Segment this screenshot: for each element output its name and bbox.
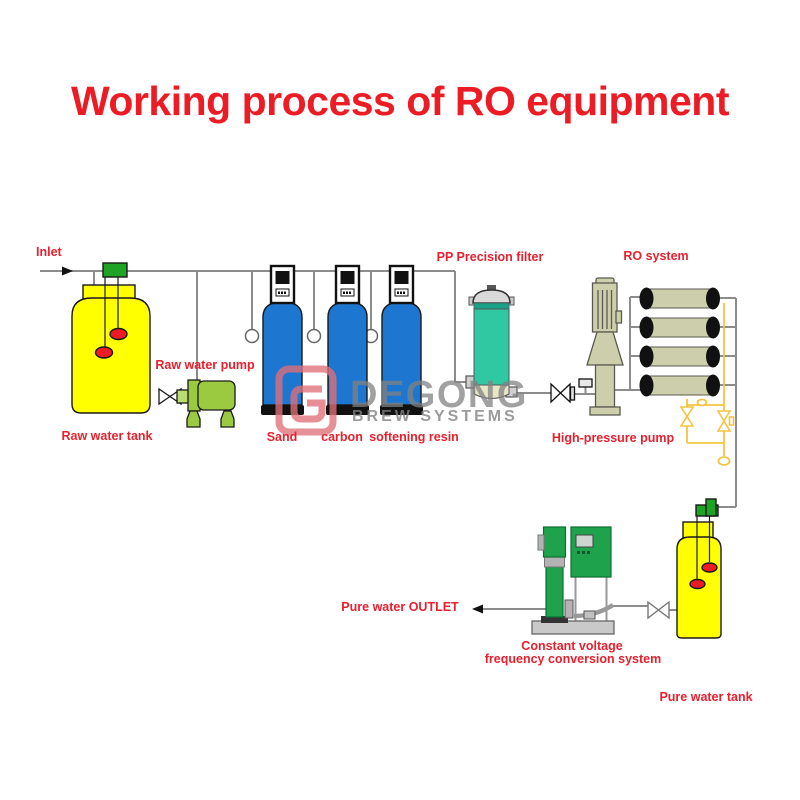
label-pure-water-outlet: Pure water OUTLET bbox=[341, 600, 459, 614]
sand-filter-tank bbox=[261, 264, 304, 415]
pure-water-tank bbox=[647, 498, 722, 639]
pp-precision-filter bbox=[465, 285, 518, 399]
label-sand: Sand bbox=[266, 430, 298, 444]
pump-cone bbox=[586, 331, 624, 366]
level-float-icon bbox=[689, 578, 706, 590]
gauge-fitting-icon bbox=[578, 378, 593, 388]
label-pp-precision-filter: PP Precision filter bbox=[436, 250, 544, 264]
label-inlet: Inlet bbox=[36, 245, 62, 259]
label-constant-voltage-line2: frequency conversion system bbox=[484, 652, 662, 666]
raw-tank-neck bbox=[82, 284, 136, 300]
label-softening-resin: softening resin bbox=[369, 430, 459, 444]
page-title: Working process of RO equipment bbox=[70, 78, 730, 124]
ro-vessel bbox=[639, 374, 720, 397]
ro-membrane-rack bbox=[639, 287, 720, 397]
booster-pump-motor bbox=[542, 526, 567, 558]
media-filter-tanks bbox=[261, 264, 423, 415]
pump-foot bbox=[186, 410, 201, 428]
high-pressure-pump bbox=[586, 277, 624, 416]
cabinet-screen bbox=[575, 534, 594, 548]
inlet-arrow-icon bbox=[62, 266, 73, 276]
outlet-arrow-icon bbox=[472, 604, 483, 614]
level-float-icon bbox=[701, 562, 718, 573]
pure-tank-cap-top bbox=[705, 498, 717, 517]
watermark-subtitle: BREW SYSTEMS bbox=[352, 408, 518, 425]
sampling-gauges bbox=[244, 328, 379, 344]
ro-vessel bbox=[639, 345, 720, 368]
booster-pump-column bbox=[545, 565, 564, 618]
piping-yellow bbox=[679, 303, 735, 466]
label-pure-water-tank: Pure water tank bbox=[659, 690, 753, 704]
label-carbon: carbon bbox=[321, 430, 363, 444]
raw-water-pump bbox=[158, 379, 236, 428]
pump-base bbox=[589, 406, 621, 416]
concentrate-valve-left-icon bbox=[679, 406, 695, 427]
carbon-filter-tank bbox=[326, 264, 369, 415]
label-ro-system: RO system bbox=[623, 249, 689, 263]
control-valve-head bbox=[388, 264, 415, 305]
frequency-conversion-system bbox=[531, 526, 615, 635]
concentrate-valve-right-icon bbox=[716, 410, 735, 432]
label-constant-voltage-line1: Constant voltage bbox=[521, 639, 623, 653]
control-valve-head bbox=[334, 264, 361, 305]
filter-dome bbox=[472, 289, 511, 304]
filter-bottom bbox=[473, 384, 510, 399]
hp-inlet-valve bbox=[550, 378, 593, 404]
pump-foot bbox=[220, 410, 235, 428]
label-raw-water-tank: Raw water tank bbox=[61, 429, 153, 443]
motor-block bbox=[591, 282, 618, 333]
gauge-icon bbox=[244, 328, 260, 344]
label-raw-water-pump: Raw water pump bbox=[155, 358, 255, 372]
filter-body bbox=[473, 308, 510, 386]
control-valve-head bbox=[269, 264, 296, 305]
ro-vessel bbox=[639, 287, 720, 310]
softening-resin-tank bbox=[380, 264, 423, 415]
pure-tank-neck bbox=[682, 521, 714, 539]
degong-g-mark-icon bbox=[275, 365, 337, 436]
label-high-pressure-pump: High-pressure pump bbox=[551, 431, 675, 445]
watermark-brand: DEGONG bbox=[350, 374, 528, 416]
level-float-icon bbox=[109, 327, 128, 341]
raw-tank-cap bbox=[102, 262, 128, 278]
pure-tank-valve-icon bbox=[647, 600, 670, 620]
raw-water-tank bbox=[71, 262, 151, 414]
gauge-icon bbox=[306, 328, 322, 344]
ro-vessel bbox=[639, 316, 720, 339]
level-float-icon bbox=[94, 346, 114, 359]
pump-column bbox=[594, 364, 616, 408]
base-plate bbox=[531, 620, 615, 635]
